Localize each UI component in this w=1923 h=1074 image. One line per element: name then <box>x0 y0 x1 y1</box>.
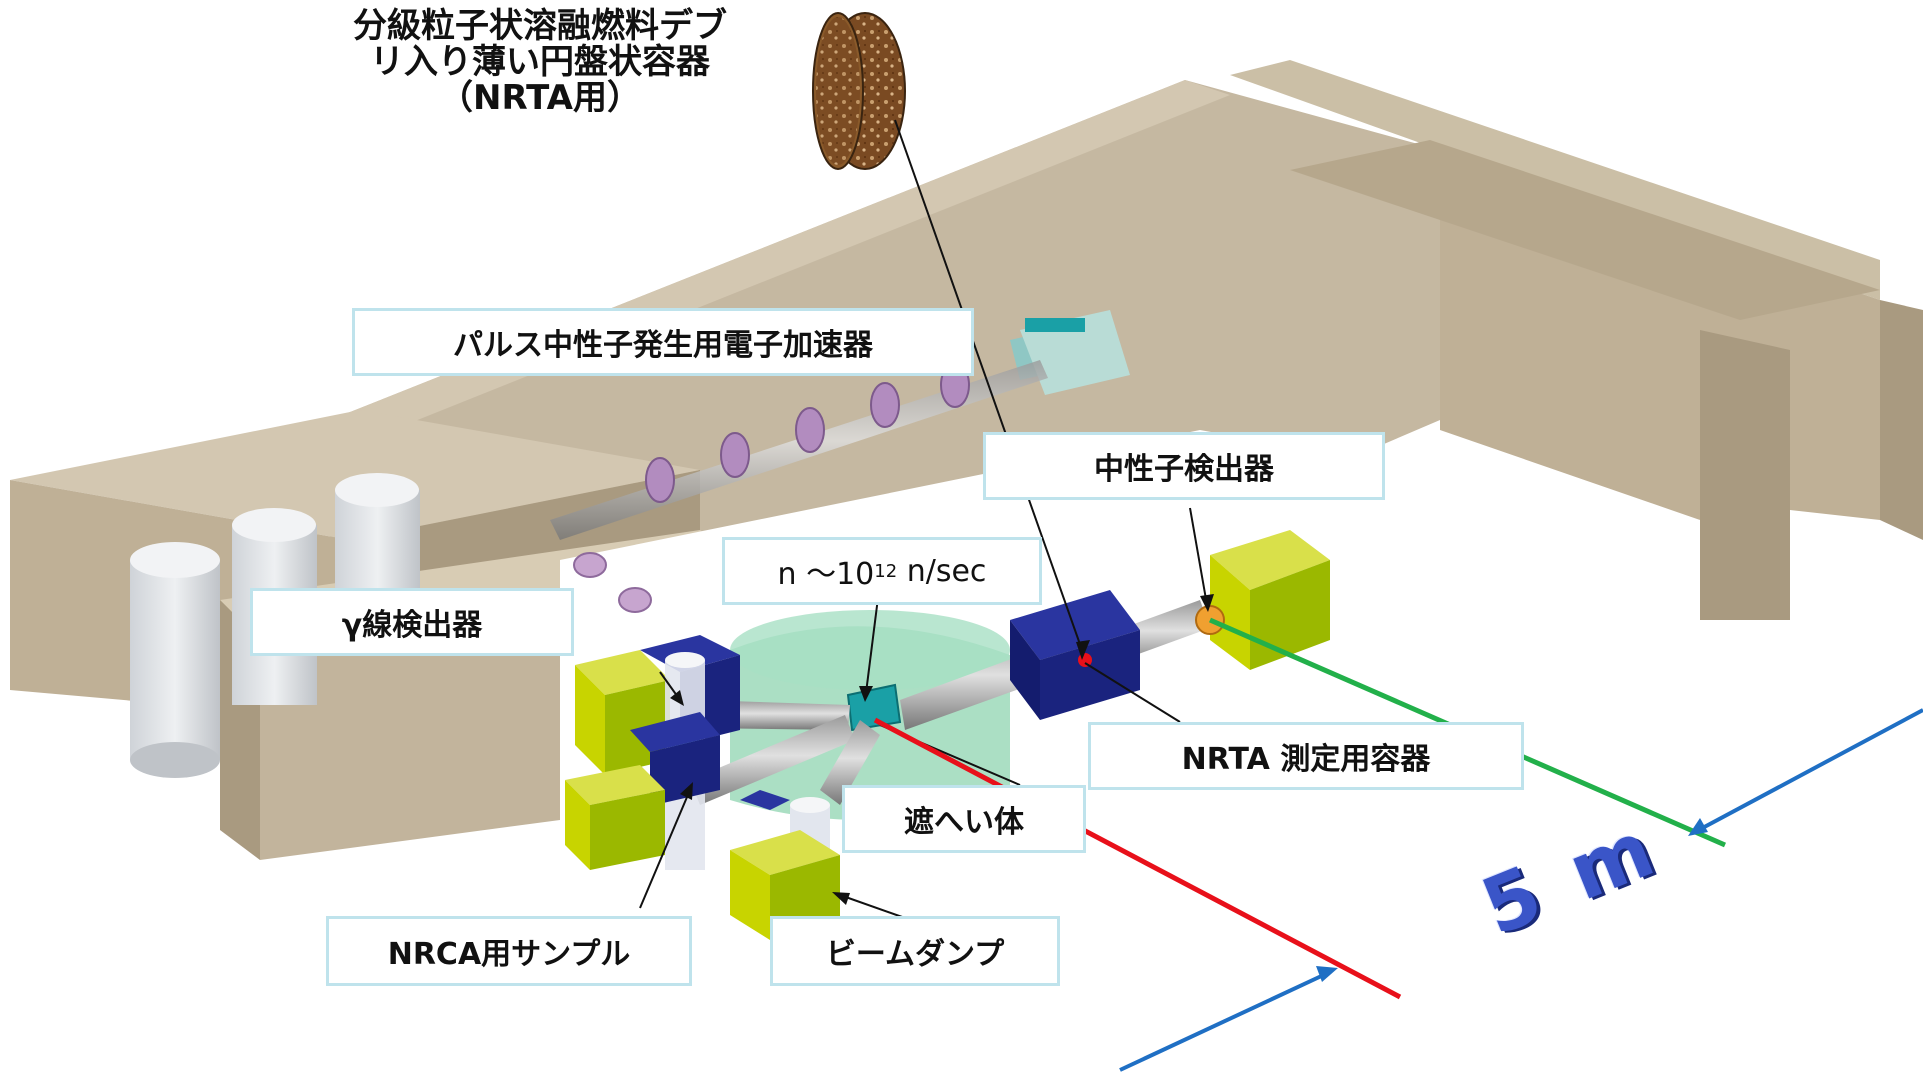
arrow-right <box>1694 708 1923 834</box>
flux-prefix: n ～10 <box>777 557 875 592</box>
container-title: 分級粒子状溶融燃料デブ リ入り薄い円盤状容器 （NRTA用） <box>300 8 780 116</box>
flux-exponent: 12 <box>874 560 898 582</box>
title-line-1: 分級粒子状溶融燃料デブ <box>353 6 727 46</box>
shield-label-text: 遮へい体 <box>904 805 1024 840</box>
accelerator-label: パルス中性子発生用電子加速器 <box>352 308 974 376</box>
right-column <box>1700 330 1790 620</box>
flux-suffix: n/sec <box>897 553 987 589</box>
scale-arrows <box>1119 708 1923 1072</box>
far-right-column <box>1880 300 1923 540</box>
beam-dump-label-text: ビームダンプ <box>825 937 1005 972</box>
front-wall-front <box>260 600 560 860</box>
nrta-container-label-text: NRTA 測定用容器 <box>1181 742 1431 777</box>
gamma-detector-label-text: γ線検出器 <box>341 608 483 643</box>
target-block <box>846 683 902 732</box>
gamma-detector-label: γ線検出器 <box>250 588 574 656</box>
nrta-container-label: NRTA 測定用容器 <box>1088 722 1524 790</box>
debris-disk-icon <box>812 12 906 170</box>
title-line-2: リ入り薄い円盤状容器 <box>370 42 710 82</box>
shield-label: 遮へい体 <box>842 785 1086 853</box>
accelerator-beamline <box>550 310 1130 613</box>
nrca-sample-label-text: NRCA用サンプル <box>387 937 631 972</box>
neutron-detector-label-text: 中性子検出器 <box>1094 452 1274 487</box>
accelerator-label-text: パルス中性子発生用電子加速器 <box>453 328 873 363</box>
title-line-3: （NRTA用） <box>439 78 641 118</box>
nrca-sample-label: NRCA用サンプル <box>326 916 692 986</box>
beam-dump-label: ビームダンプ <box>770 916 1060 986</box>
arrow-left <box>1119 970 1331 1072</box>
corridor <box>1290 140 1880 320</box>
neutron-detector-unit <box>1010 530 1330 720</box>
gamma-detector-unit <box>565 635 740 870</box>
beam-dump-unit <box>730 790 840 940</box>
red-beam-line <box>873 717 1402 1000</box>
storage-cylinders <box>130 473 420 778</box>
left-wall-top <box>10 410 700 540</box>
leader-lines <box>639 119 1214 919</box>
neutron-detector-label: 中性子検出器 <box>983 432 1385 500</box>
